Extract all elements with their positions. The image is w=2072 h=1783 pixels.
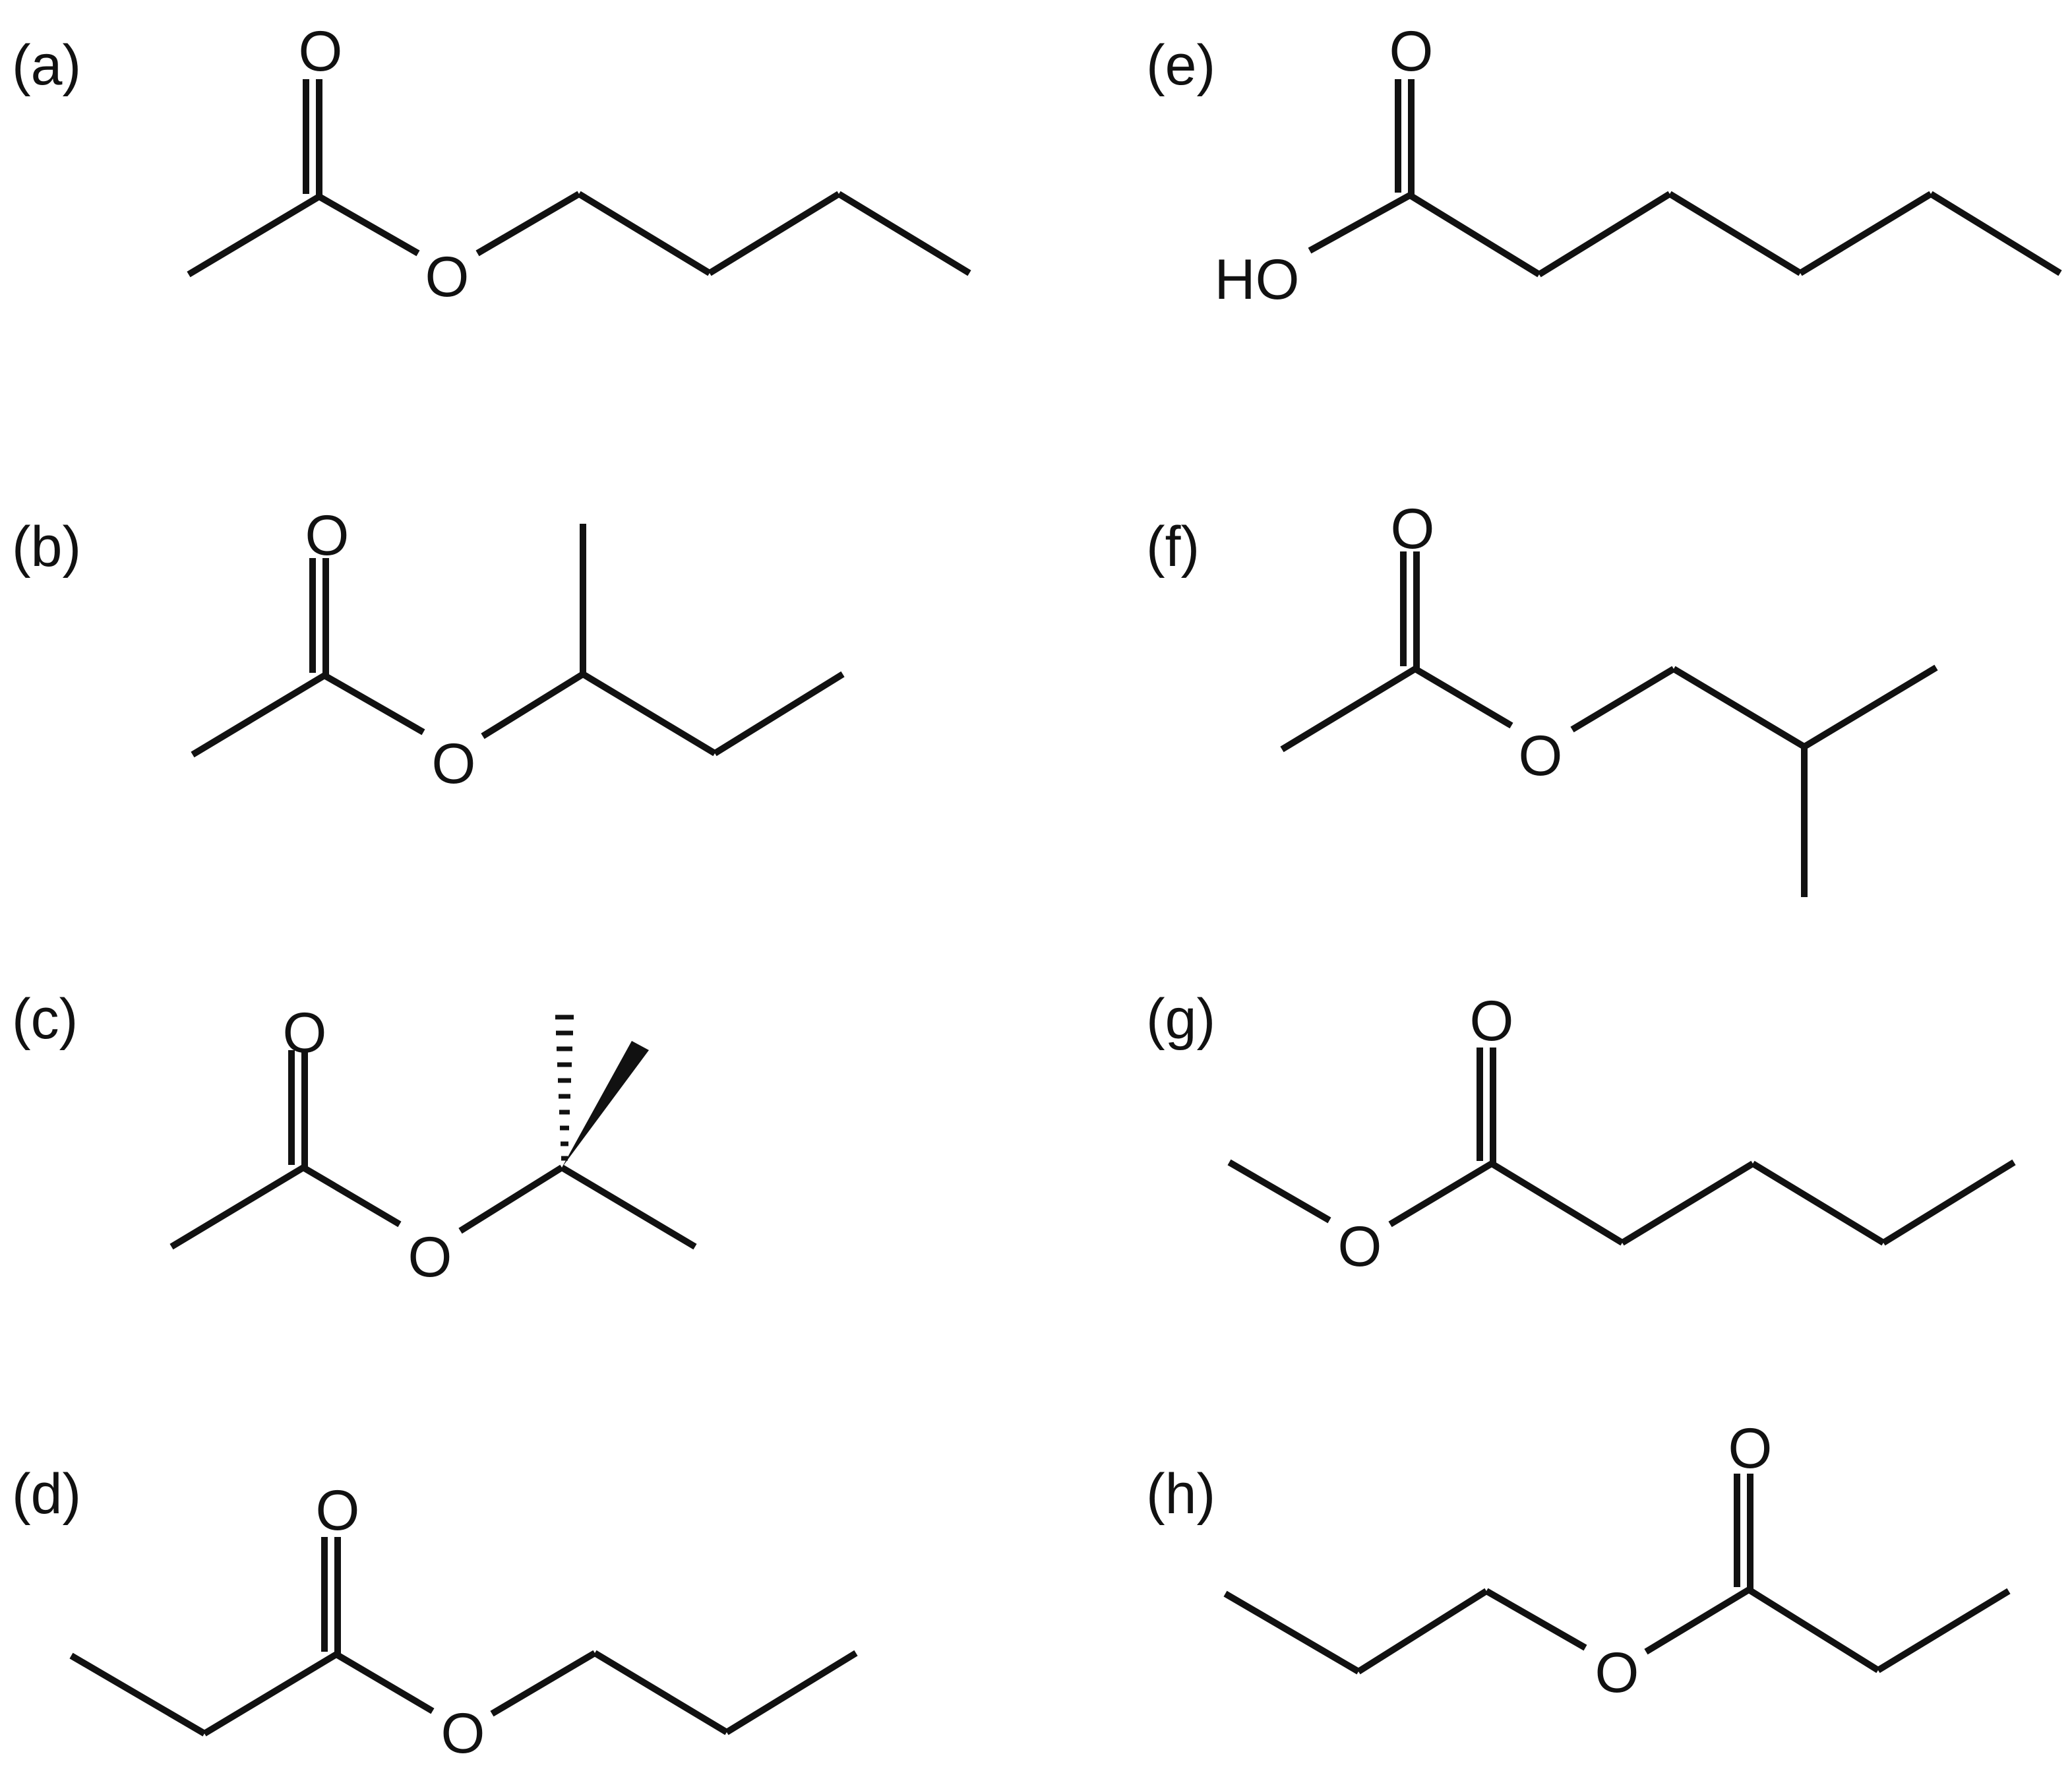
hashed-wedge-bond: [555, 1015, 574, 1161]
ester-oxygen: O: [1595, 1641, 1639, 1705]
ester-oxygen: O: [1519, 724, 1563, 788]
skeleton-bonds: [1280, 551, 1938, 897]
panel-f: (f) O O: [1146, 497, 1938, 897]
ester-oxygen: O: [408, 1226, 452, 1289]
carbonyl-oxygen: O: [299, 20, 343, 83]
carbonyl-oxygen: O: [305, 504, 350, 567]
panel-label-h: (h): [1146, 1462, 1215, 1526]
panel-label-b: (b): [12, 515, 81, 579]
carbonyl-oxygen: O: [283, 1001, 327, 1065]
ester-oxygen: O: [1338, 1215, 1382, 1278]
carbonyl-oxygen: O: [1391, 497, 1435, 561]
panel-g: (g) O O: [1146, 987, 2016, 1278]
panel-label-c: (c): [12, 987, 78, 1051]
carbonyl-oxygen: O: [1389, 20, 1434, 83]
solid-wedge-bond: [562, 1041, 649, 1168]
skeleton-bonds: [187, 79, 971, 278]
skeleton-bonds: [169, 1050, 697, 1250]
skeleton-bonds: [1223, 1474, 2011, 1675]
panel-c: (c) O O: [12, 987, 697, 1289]
ester-oxygen: O: [425, 245, 470, 309]
ester-oxygen: O: [441, 1702, 485, 1765]
skeleton-bonds: [69, 1537, 858, 1737]
skeleton-bonds: [1227, 1048, 2016, 1246]
skeleton-bonds: [191, 524, 845, 758]
carbonyl-oxygen: O: [1728, 1417, 1773, 1480]
panel-b: (b) O O: [12, 504, 845, 796]
panel-h: (h) O O: [1146, 1417, 2011, 1705]
panel-label-a: (a): [12, 34, 81, 97]
panel-e: (e) O HO: [1146, 20, 2062, 311]
panel-label-g: (g): [1146, 987, 1215, 1051]
ester-oxygen: O: [432, 732, 476, 796]
panel-label-d: (d): [12, 1462, 81, 1526]
carbonyl-oxygen: O: [316, 1479, 360, 1542]
panel-d: (d) O O: [12, 1462, 858, 1765]
carbonyl-oxygen: O: [1470, 989, 1514, 1053]
panel-a: (a) O O: [12, 20, 971, 309]
skeleton-bonds: [1308, 79, 2062, 278]
hydroxyl-group: HO: [1215, 248, 1300, 311]
panel-label-f: (f): [1146, 515, 1200, 579]
panel-label-e: (e): [1146, 34, 1215, 97]
